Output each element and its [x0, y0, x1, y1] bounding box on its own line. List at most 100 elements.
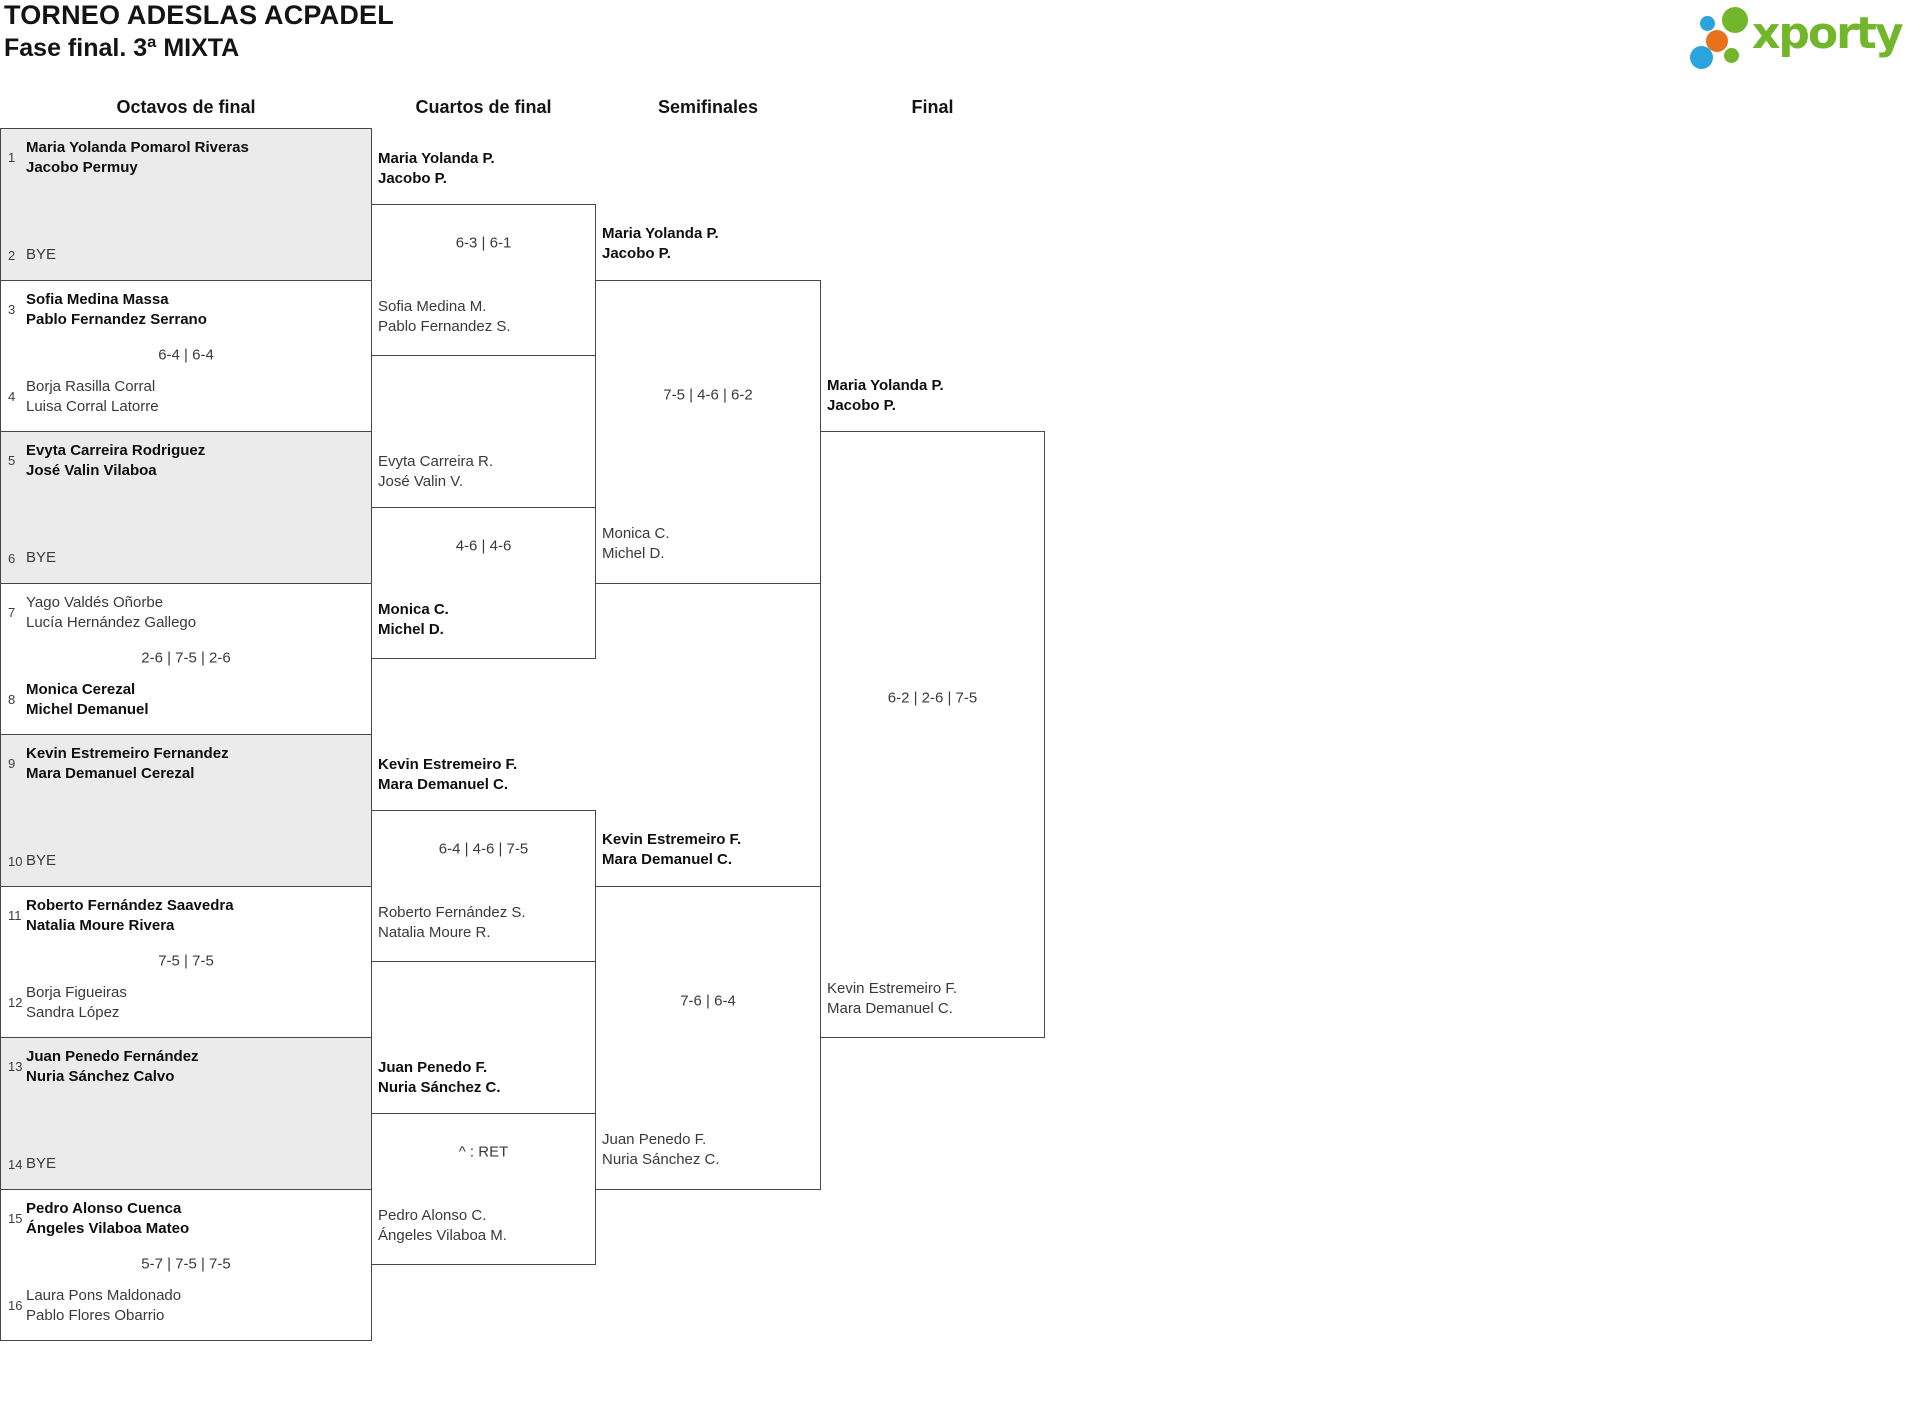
seed-number: 7 — [8, 604, 16, 620]
seed-number: 12 — [8, 995, 23, 1011]
seed-number: 16 — [8, 1298, 23, 1314]
seed-number: 8 — [8, 692, 16, 708]
logo-dot-green-small — [1724, 48, 1739, 63]
match-score: 5-7 | 7-5 | 7-5 — [141, 1255, 231, 1273]
match-score: 6-2 | 2-6 | 7-5 — [887, 689, 978, 706]
seed-number: 2 — [8, 247, 16, 263]
match-score: 7-5 | 7-5 — [158, 952, 214, 970]
match-score: 6-4 | 6-4 — [158, 346, 214, 364]
round-header-semifinales: Semifinales — [657, 97, 759, 117]
match-box — [0, 734, 372, 887]
team-names: Kevin Estremeiro F.Mara Demanuel C. — [602, 831, 742, 869]
match-box — [820, 431, 1045, 1038]
team-slot: Monica C.Michel D. — [602, 524, 670, 564]
team-slot: Sofia Medina M.Pablo Fernandez S. — [378, 297, 511, 337]
team-names: Monica C.Michel D. — [378, 601, 449, 639]
logo-dot-blue-large — [1690, 46, 1713, 69]
match-score: 6-4 | 4-6 | 7-5 — [438, 840, 529, 858]
team-slot: Maria Yolanda P.Jacobo P. — [827, 376, 944, 416]
team-names: Pedro Alonso C.Ángeles Vilaboa M. — [378, 1207, 507, 1245]
team-names: Maria Yolanda P.Jacobo P. — [827, 376, 944, 414]
seed-number: 3 — [8, 301, 16, 317]
team-slot: 2 BYE — [8, 245, 56, 265]
team-names: Maria Yolanda P.Jacobo P. — [378, 149, 495, 187]
match-score: 4-6 | 4-6 — [455, 537, 512, 555]
team-names: Juan Penedo F.Nuria Sánchez C. — [378, 1058, 501, 1096]
match-box — [0, 431, 372, 584]
team-slot: Pedro Alonso C.Ángeles Vilaboa M. — [378, 1206, 507, 1246]
team-slot: Kevin Estremeiro F.Mara Demanuel C. — [378, 755, 517, 795]
team-slot: Evyta Carreira R.José Valin V. — [378, 452, 493, 492]
team-slot: Kevin Estremeiro F.Mara Demanuel C. — [827, 979, 957, 1019]
team-names: BYE — [26, 1155, 57, 1173]
seed-number: 4 — [8, 389, 16, 405]
team-names: Kevin Estremeiro F.Mara Demanuel C. — [378, 755, 518, 793]
seed-number: 10 — [8, 853, 23, 869]
seed-number: 13 — [8, 1059, 23, 1075]
page-subtitle: Fase final. 3ª MIXTA — [4, 34, 240, 62]
team-slot: Juan Penedo F.Nuria Sánchez C. — [602, 1130, 720, 1170]
match-score: 7-6 | 6-4 — [680, 992, 736, 1009]
logo-dot-green-large — [1722, 7, 1748, 33]
team-names: Sofia Medina M.Pablo Fernandez S. — [378, 298, 511, 336]
seed-number: 15 — [8, 1210, 23, 1226]
team-slot: Kevin Estremeiro F.Mara Demanuel C. — [602, 830, 741, 870]
match-score: 6-3 | 6-1 — [455, 234, 512, 252]
team-names: Maria Yolanda P.Jacobo P. — [602, 225, 719, 263]
team-names: BYE — [26, 852, 57, 870]
xporty-logo: xporty — [1688, 2, 1920, 82]
logo-dot-orange — [1706, 30, 1728, 52]
round-header-final: Final — [911, 97, 954, 117]
team-names: Evyta Carreira R.José Valin V. — [378, 452, 494, 490]
team-slot: Roberto Fernández S.Natalia Moure R. — [378, 903, 526, 943]
logo-wordmark: xporty — [1752, 8, 1904, 59]
page-title: TORNEO ADESLAS ACPADEL — [4, 0, 394, 30]
match-score: 7-5 | 4-6 | 6-2 — [663, 386, 753, 403]
match-score: ^ : RET — [458, 1143, 509, 1161]
match-score: 2-6 | 7-5 | 2-6 — [141, 649, 231, 667]
team-slot: Juan Penedo F.Nuria Sánchez C. — [378, 1058, 501, 1098]
team-slot: Maria Yolanda P.Jacobo P. — [378, 149, 495, 189]
team-names: BYE — [26, 246, 57, 264]
round-header-cuartos: Cuartos de final — [415, 97, 552, 117]
round-header-octavos: Octavos de final — [116, 97, 256, 117]
seed-number: 5 — [8, 453, 16, 469]
team-slot: Monica C.Michel D. — [378, 600, 449, 640]
team-names: Monica C.Michel D. — [602, 525, 670, 563]
team-names: Juan Penedo F.Nuria Sánchez C. — [602, 1131, 720, 1169]
seed-number: 11 — [8, 907, 22, 923]
seed-number: 9 — [8, 756, 16, 772]
team-slot: Maria Yolanda P.Jacobo P. — [602, 224, 719, 264]
team-names: Kevin Estremeiro F.Mara Demanuel C. — [827, 979, 958, 1017]
seed-number: 1 — [8, 150, 16, 166]
seed-number: 14 — [8, 1156, 23, 1172]
team-names: BYE — [26, 549, 57, 567]
logo-dot-blue-small — [1700, 16, 1715, 31]
